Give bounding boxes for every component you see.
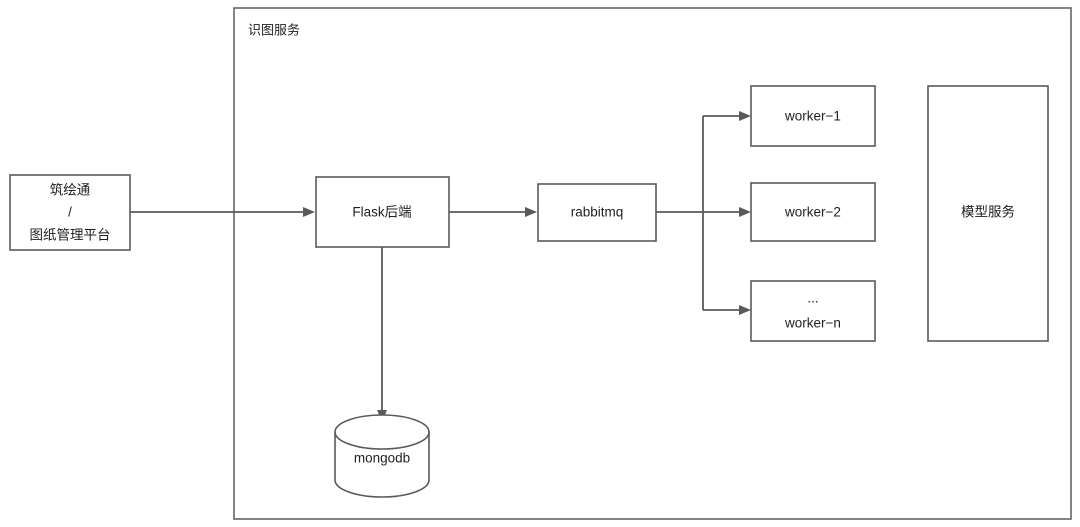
worker2-node-label: worker−2 <box>784 205 841 220</box>
node-mongodb[interactable]: mongodb <box>334 414 430 498</box>
backend-node-label: Flask后端 <box>352 205 411 220</box>
database-cylinder-body <box>334 432 430 498</box>
edge-backend-to-queue <box>449 207 537 217</box>
node-rabbitmq[interactable]: rabbitmq <box>537 183 657 242</box>
edge-client-to-backend <box>130 207 315 217</box>
edge-queue-to-worker2-arrowhead <box>739 207 751 217</box>
queue-node-label: rabbitmq <box>571 205 624 220</box>
node-worker-n[interactable]: ... worker−n <box>750 280 876 342</box>
workern-node-label-line1: ... <box>807 291 818 306</box>
edge-queue-to-workern-arrowhead <box>739 305 751 315</box>
node-worker-2[interactable]: worker−2 <box>750 182 876 242</box>
database-node-label: mongodb <box>354 451 410 466</box>
group-label: 识图服务 <box>248 22 300 37</box>
worker1-node-rect[interactable] <box>750 85 876 147</box>
database-cylinder-top <box>334 414 430 450</box>
node-model-service[interactable]: 模型服务 <box>927 85 1049 342</box>
client-node-label-line2: / <box>68 205 72 220</box>
worker1-node-label: worker−1 <box>784 109 841 124</box>
edge-backend-to-queue-arrowhead <box>525 207 537 217</box>
edge-queue-to-worker1-arrowhead <box>739 111 751 121</box>
worker2-node-rect[interactable] <box>750 182 876 242</box>
queue-node-rect[interactable] <box>537 183 657 242</box>
model-service-node-label: 模型服务 <box>961 205 1015 220</box>
workern-node-rect[interactable] <box>750 280 876 342</box>
client-node-label-line1: 筑绘通 <box>50 183 91 198</box>
node-client[interactable]: 筑绘通 / 图纸管理平台 <box>9 174 131 251</box>
node-flask-backend[interactable]: Flask后端 <box>315 176 450 248</box>
client-node-rect[interactable] <box>9 174 131 251</box>
edge-queue-to-workers <box>656 111 751 315</box>
workern-node-label-line2: worker−n <box>784 316 841 331</box>
edge-client-to-backend-arrowhead <box>303 207 315 217</box>
node-worker-1[interactable]: worker−1 <box>750 85 876 147</box>
client-node-label-line3: 图纸管理平台 <box>30 228 111 243</box>
model-service-node-rect[interactable] <box>927 85 1049 342</box>
